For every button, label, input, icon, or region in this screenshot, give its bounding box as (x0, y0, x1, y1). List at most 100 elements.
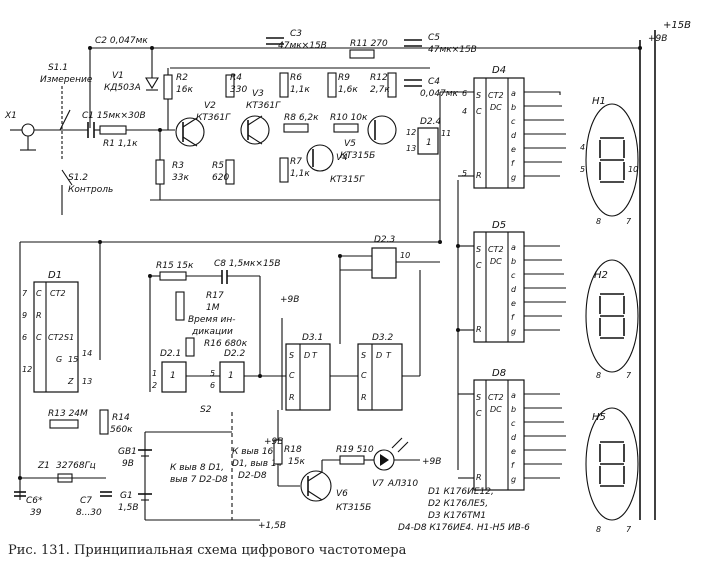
d1-g: G (56, 355, 62, 364)
d5-e: e (511, 299, 516, 308)
diode-v1 (145, 77, 159, 90)
label-d24: D2.4 (420, 117, 442, 127)
v6-e (307, 490, 323, 501)
h5-pin8: 8 (596, 525, 601, 534)
d8-b: b (511, 405, 516, 414)
d1-pin14: 14 (82, 349, 92, 358)
h1-pin8: 8 (596, 217, 601, 226)
d1-pin9: 9 (22, 311, 27, 320)
d1-s1: S1 (64, 333, 74, 342)
figure-caption: Рис. 131. Принципиальная схема цифрового… (8, 543, 407, 558)
label-r14: R14 (112, 413, 130, 423)
h1-pin4: 4 (580, 143, 585, 152)
flipflop-d32 (357, 343, 403, 411)
label-z1: Z1 (37, 461, 50, 471)
label-r17: R17 (206, 291, 224, 301)
label-r19: R19 510 (336, 445, 374, 455)
potentiometer-r17[interactable] (175, 291, 185, 321)
label-v4: V4 (336, 153, 348, 163)
label-r10: R10 10к (330, 113, 368, 123)
h1-pin10: 10 (628, 165, 638, 174)
h5-pin7: 7 (626, 525, 632, 534)
label-v2: V2 (204, 101, 216, 111)
label-c7: C7 (80, 496, 92, 506)
resistor-r13 (49, 419, 79, 429)
d4-f: f (511, 159, 515, 168)
schematic: +15В +9В X1 S1.1 Измерение S1.2 Контроль… (4, 20, 691, 534)
label-d22: D2.2 (224, 349, 246, 359)
label-time1: Время ин- (188, 315, 235, 325)
label-v5-type: КТ315Б (340, 151, 375, 161)
d1-pin-c2: C (36, 333, 42, 342)
flipflop-d31 (285, 343, 331, 411)
label-time2: дикации (191, 327, 233, 337)
d21-symbol: 1 (170, 371, 176, 381)
label-r12-val: 2,7к (370, 85, 390, 95)
label-g1-val: 1,5В (118, 503, 139, 513)
d4-pin4: 4 (462, 107, 467, 116)
label-r4: R4 (230, 73, 242, 83)
resistor-r4 (225, 74, 235, 98)
d32-r: R (361, 393, 367, 402)
d5-a: a (511, 243, 516, 252)
h2-pin7: 7 (626, 371, 632, 380)
display-h2: H2 8 7 (585, 259, 639, 380)
label-c3-val: 47мк×15В (278, 41, 327, 51)
label-r8: R8 6,2к (284, 113, 319, 123)
d8-e: e (511, 447, 516, 456)
label-x1: X1 (4, 111, 17, 121)
v2-e (182, 117, 198, 128)
gate-d21 (161, 361, 187, 393)
switch-s12[interactable] (61, 169, 73, 186)
d5-f: f (511, 313, 515, 322)
d31-t: T (312, 351, 318, 360)
label-r2: R2 (176, 73, 188, 83)
gate-d24 (417, 127, 439, 155)
resistor-r11 (349, 49, 375, 59)
label-v7-type: АЛ310 (387, 479, 418, 489)
d8-pin-s: S (476, 393, 481, 402)
switch-s11[interactable] (59, 109, 71, 131)
label-d32: D3.2 (372, 333, 394, 343)
label-c6: C6* (26, 496, 43, 506)
d8-g: g (511, 475, 516, 484)
label-r4-val: 330 (230, 85, 247, 95)
label-r1: R1 1,1к (103, 139, 138, 149)
transistor-v5 (367, 115, 397, 145)
d32-s: S (361, 351, 366, 360)
label-sw-on3: D2-D8 (238, 471, 267, 481)
d4-pin5: 5 (462, 169, 467, 178)
label-r17-val: 1М (206, 303, 220, 313)
label-v3-type: КТ361Г (246, 101, 281, 111)
d31-s: S (289, 351, 294, 360)
label-control: Контроль (68, 185, 113, 195)
label-s12: S1.2 (68, 173, 88, 183)
label-c7-val: 8...30 (76, 508, 102, 518)
d31-r: R (289, 393, 295, 402)
d24-pin12: 12 (406, 128, 416, 137)
v3-e (247, 115, 263, 126)
d24-pin11: 11 (441, 129, 451, 138)
d5-d: d (511, 285, 517, 294)
d22-pin5: 5 (210, 369, 215, 378)
d4-pin6: 6 (462, 89, 467, 98)
label-d21: D2.1 (160, 349, 181, 359)
label-r12: R12 (370, 73, 388, 83)
label-gb1: GB1 (118, 447, 137, 457)
label-h1: H1 (592, 96, 606, 107)
d1-pin13: 13 (82, 377, 92, 386)
label-s11: S1.1 (48, 63, 68, 73)
label-sw-on2: D1, выв 14 (232, 459, 283, 469)
d1-ct2: CT2 (50, 289, 66, 298)
label-c4: C4 (428, 77, 440, 87)
label-c1: C1 15мк×30В (82, 111, 146, 121)
divider-d1: D1 C CT2 R C CT2 S1 G 15 Z 7 9 6 12 14 1… (22, 270, 92, 393)
display-h1: H1 4 5 10 8 7 (580, 96, 639, 226)
label-d23: D2.3 (374, 235, 396, 245)
d4-dc: DC (490, 103, 502, 112)
v3-c (247, 134, 263, 145)
counter-d8: D8 S C R CT2 DC a b c d e f g (473, 368, 525, 491)
label-v3: V3 (252, 89, 264, 99)
label-c5: C5 (428, 33, 440, 43)
label-plus9-led: +9В (422, 457, 441, 467)
